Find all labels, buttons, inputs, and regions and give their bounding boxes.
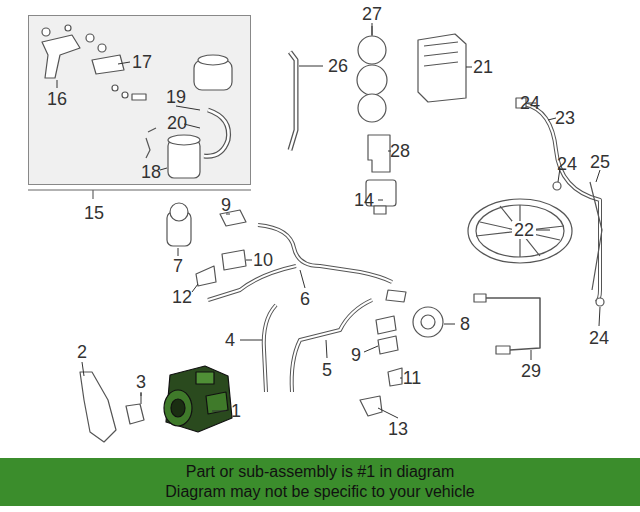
- callout-number: 15: [84, 204, 104, 222]
- callout-number: 16: [47, 90, 67, 108]
- callout-number: 5: [322, 361, 332, 379]
- air-pump: [164, 366, 232, 432]
- callout-number: 8: [460, 315, 470, 333]
- callout-number: 2: [77, 343, 87, 361]
- callout-number: 27: [362, 5, 382, 23]
- callout-number: 4: [225, 331, 235, 349]
- callout-number: 17: [132, 53, 152, 71]
- callout-number: 23: [555, 109, 575, 127]
- callout-number: 9: [221, 196, 231, 214]
- callout-number: 7: [173, 257, 183, 275]
- callout-number: 13: [388, 420, 408, 438]
- callout-number: 11: [403, 369, 422, 387]
- callout-number: 28: [390, 142, 410, 160]
- callout-number: 24: [520, 94, 540, 112]
- callout-number: 1: [231, 402, 241, 420]
- callout-number: 22: [512, 221, 536, 239]
- callout-number: 29: [521, 362, 541, 380]
- callout-number: 14: [354, 191, 374, 209]
- callout-number: 21: [473, 58, 493, 76]
- callout-number: 6: [300, 290, 310, 308]
- callout-number: 24: [557, 155, 577, 173]
- callout-number: 12: [172, 288, 192, 306]
- callout-number: 26: [328, 57, 348, 75]
- callout-number: 3: [136, 373, 146, 391]
- callout-number: 9: [351, 346, 361, 364]
- callout-number: 20: [167, 114, 187, 132]
- callout-number: 19: [166, 88, 186, 106]
- callout-number: 24: [589, 329, 609, 347]
- callout-number: 18: [141, 163, 161, 181]
- notice-band: Part or sub-assembly is #1 in diagramDia…: [0, 458, 640, 506]
- callout-number: 10: [253, 251, 273, 269]
- notice-text: Diagram may not be specific to your vehi…: [0, 482, 640, 502]
- callout-number: 25: [590, 153, 610, 171]
- notice-text: Part or sub-assembly is #1 in diagram: [0, 462, 640, 482]
